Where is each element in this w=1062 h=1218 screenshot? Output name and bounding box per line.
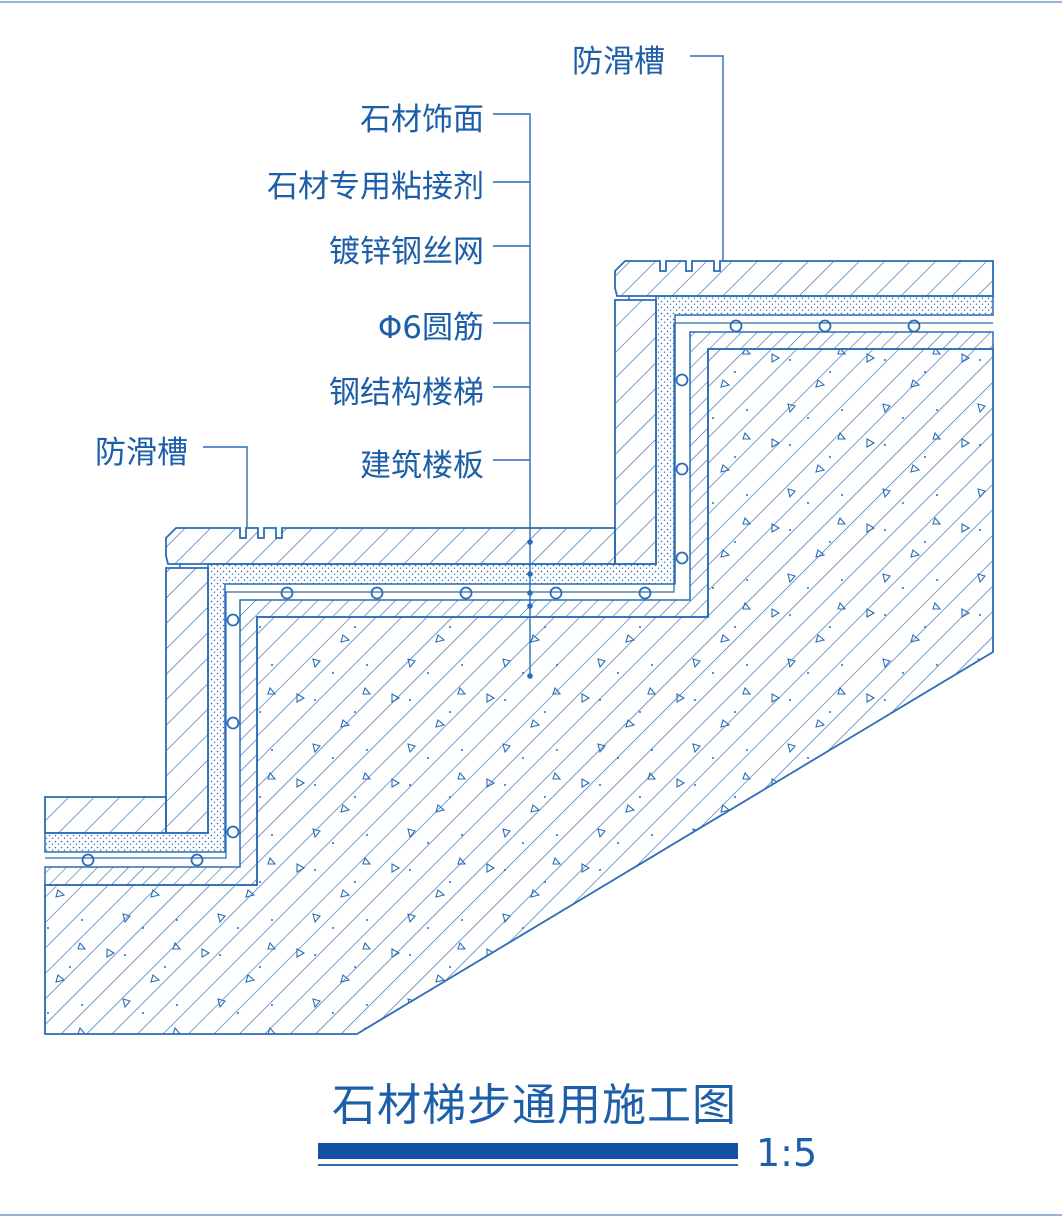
steel-stair-label: 钢结构楼梯 (329, 375, 484, 411)
leader-lines (203, 55, 724, 676)
anti-slip-groove-label-top: 防滑槽 (572, 44, 665, 80)
leader-dots (527, 539, 533, 679)
anti-slip-groove-label-bottom: 防滑槽 (95, 435, 188, 471)
stone-facing-label: 石材饰面 (360, 102, 484, 138)
steel-stair-layer (44, 331, 994, 886)
title-underline (318, 1143, 738, 1159)
galvanized-mesh-label: 镀锌钢丝网 (329, 234, 484, 270)
stone-facing-second-riser (614, 299, 657, 565)
galvanized-mesh-line (45, 322, 993, 859)
stone-adhesive-label: 石材专用粘接剂 (267, 169, 484, 205)
stone-facing-lower-tread (44, 796, 167, 834)
building-slab-label: 建筑楼板 (360, 448, 484, 484)
round-rebar-circles (81, 319, 921, 867)
stone-facing-first-riser (165, 567, 209, 834)
stone-facing-middle-tread (165, 527, 616, 568)
scale-ratio: 1:5 (756, 1131, 817, 1175)
drawing-title: 石材梯步通用施工图 (332, 1080, 737, 1131)
round-rebar-label: Φ6圆筋 (378, 310, 484, 346)
stone-facing-top-tread (614, 260, 994, 300)
